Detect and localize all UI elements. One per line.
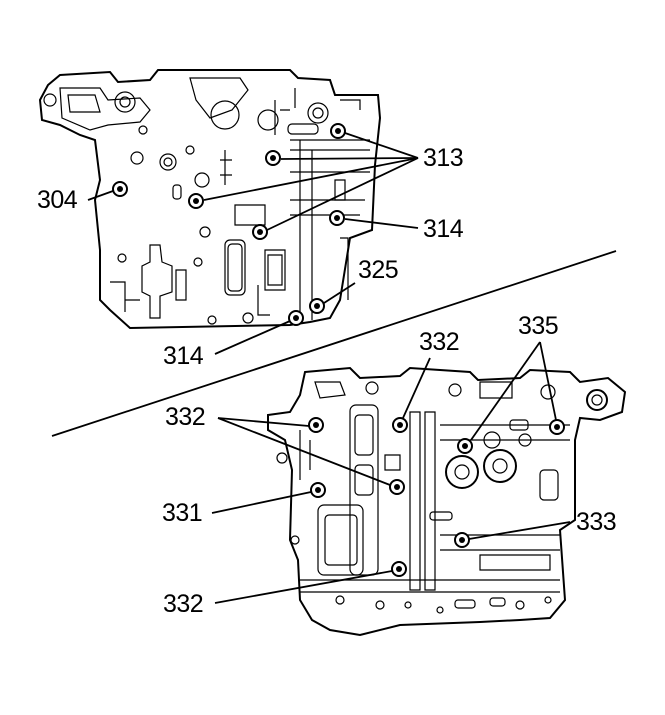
bolt-331 — [310, 482, 326, 498]
separator-line — [51, 250, 617, 437]
callout-332-left: 332 — [165, 403, 206, 431]
bolt-332-top — [392, 417, 408, 433]
leader-lines — [87, 132, 571, 604]
bolt-335-a — [457, 438, 473, 454]
callout-314-right: 314 — [423, 215, 464, 243]
bolt-313-c — [188, 193, 204, 209]
callout-325: 325 — [358, 256, 399, 284]
bolt-313-d — [252, 224, 268, 240]
callout-333: 333 — [576, 508, 617, 536]
callout-304: 304 — [37, 186, 78, 214]
bolt-332-left-a — [308, 417, 324, 433]
callout-314-bottom: 314 — [163, 342, 204, 370]
bolt-325 — [309, 298, 325, 314]
callout-331: 331 — [162, 499, 203, 527]
bolt-314-bottom — [288, 310, 304, 326]
bolt-314-right — [329, 210, 345, 226]
bolt-313-b — [265, 150, 281, 166]
bolt-332-left-b — [389, 479, 405, 495]
callout-335: 335 — [518, 312, 559, 340]
callout-332-top: 332 — [419, 328, 460, 356]
callout-332-bottom: 332 — [163, 590, 204, 618]
bolt-332-bottom — [391, 561, 407, 577]
bolt-313-a — [330, 123, 346, 139]
bolt-335-b — [549, 419, 565, 435]
bolt-304 — [112, 181, 128, 197]
lower-valve-body — [267, 366, 627, 637]
callout-313: 313 — [423, 144, 464, 172]
bolt-333 — [454, 532, 470, 548]
